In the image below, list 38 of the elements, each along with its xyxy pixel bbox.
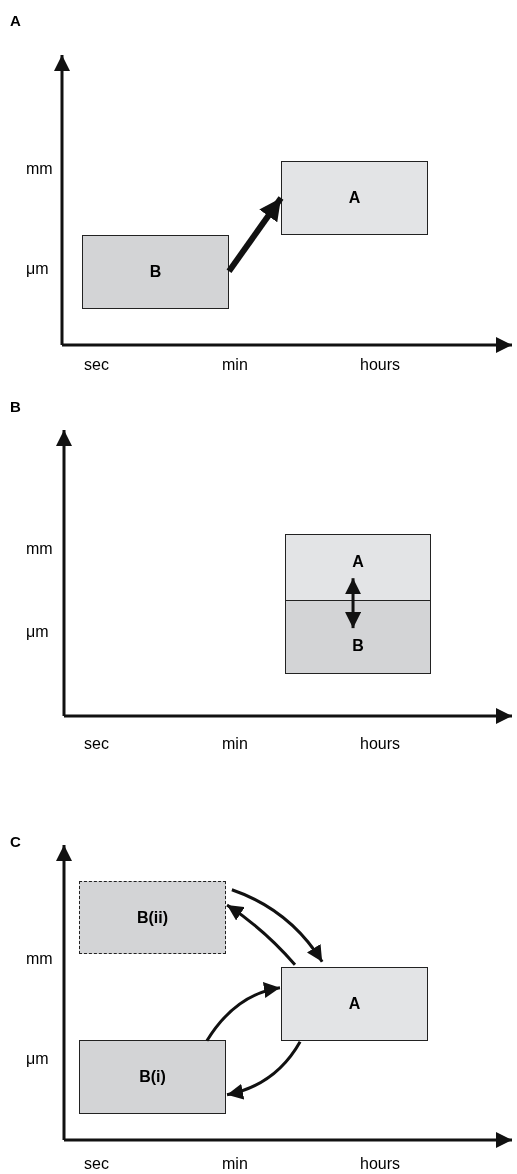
panel-letter: B: [10, 398, 21, 415]
axis-label: μm: [26, 260, 49, 278]
region-box: [281, 967, 428, 1041]
axis-label: min: [222, 735, 248, 753]
region-box: [79, 881, 226, 954]
region-box: [79, 1040, 226, 1114]
box-label: A: [352, 553, 364, 571]
arrow: [226, 196, 284, 273]
arrow: [226, 1040, 302, 1099]
panel-letter: A: [10, 12, 21, 29]
axis-label: hours: [360, 1155, 401, 1173]
axis-label: μm: [26, 623, 49, 641]
box-label: A: [348, 995, 361, 1013]
axis-label: min: [222, 356, 248, 374]
axis-label: min: [222, 1155, 248, 1173]
arrow: [205, 982, 281, 1042]
axis-label: sec: [84, 735, 109, 753]
axis-label: hours: [360, 735, 401, 753]
region-box: [285, 534, 431, 601]
axis-label: mm: [26, 540, 53, 558]
axis-label: sec: [84, 356, 109, 374]
panel-letter: C: [10, 833, 21, 850]
arrow: [231, 888, 324, 963]
arrow: [226, 903, 297, 966]
box-label: B(i): [139, 1068, 166, 1086]
axis-label: mm: [26, 950, 53, 968]
box-label: B(ii): [136, 908, 169, 927]
box-label: A: [348, 189, 361, 207]
box-label: B: [352, 637, 364, 655]
arrow: [345, 578, 362, 629]
box-label: B: [149, 263, 162, 281]
region-box: [281, 161, 428, 235]
region-box: [285, 600, 431, 674]
axis-label: sec: [84, 1155, 109, 1173]
region-box: [82, 235, 229, 309]
axis-label: hours: [360, 356, 401, 374]
axis-label: mm: [26, 160, 53, 178]
axis-label: μm: [26, 1050, 49, 1068]
